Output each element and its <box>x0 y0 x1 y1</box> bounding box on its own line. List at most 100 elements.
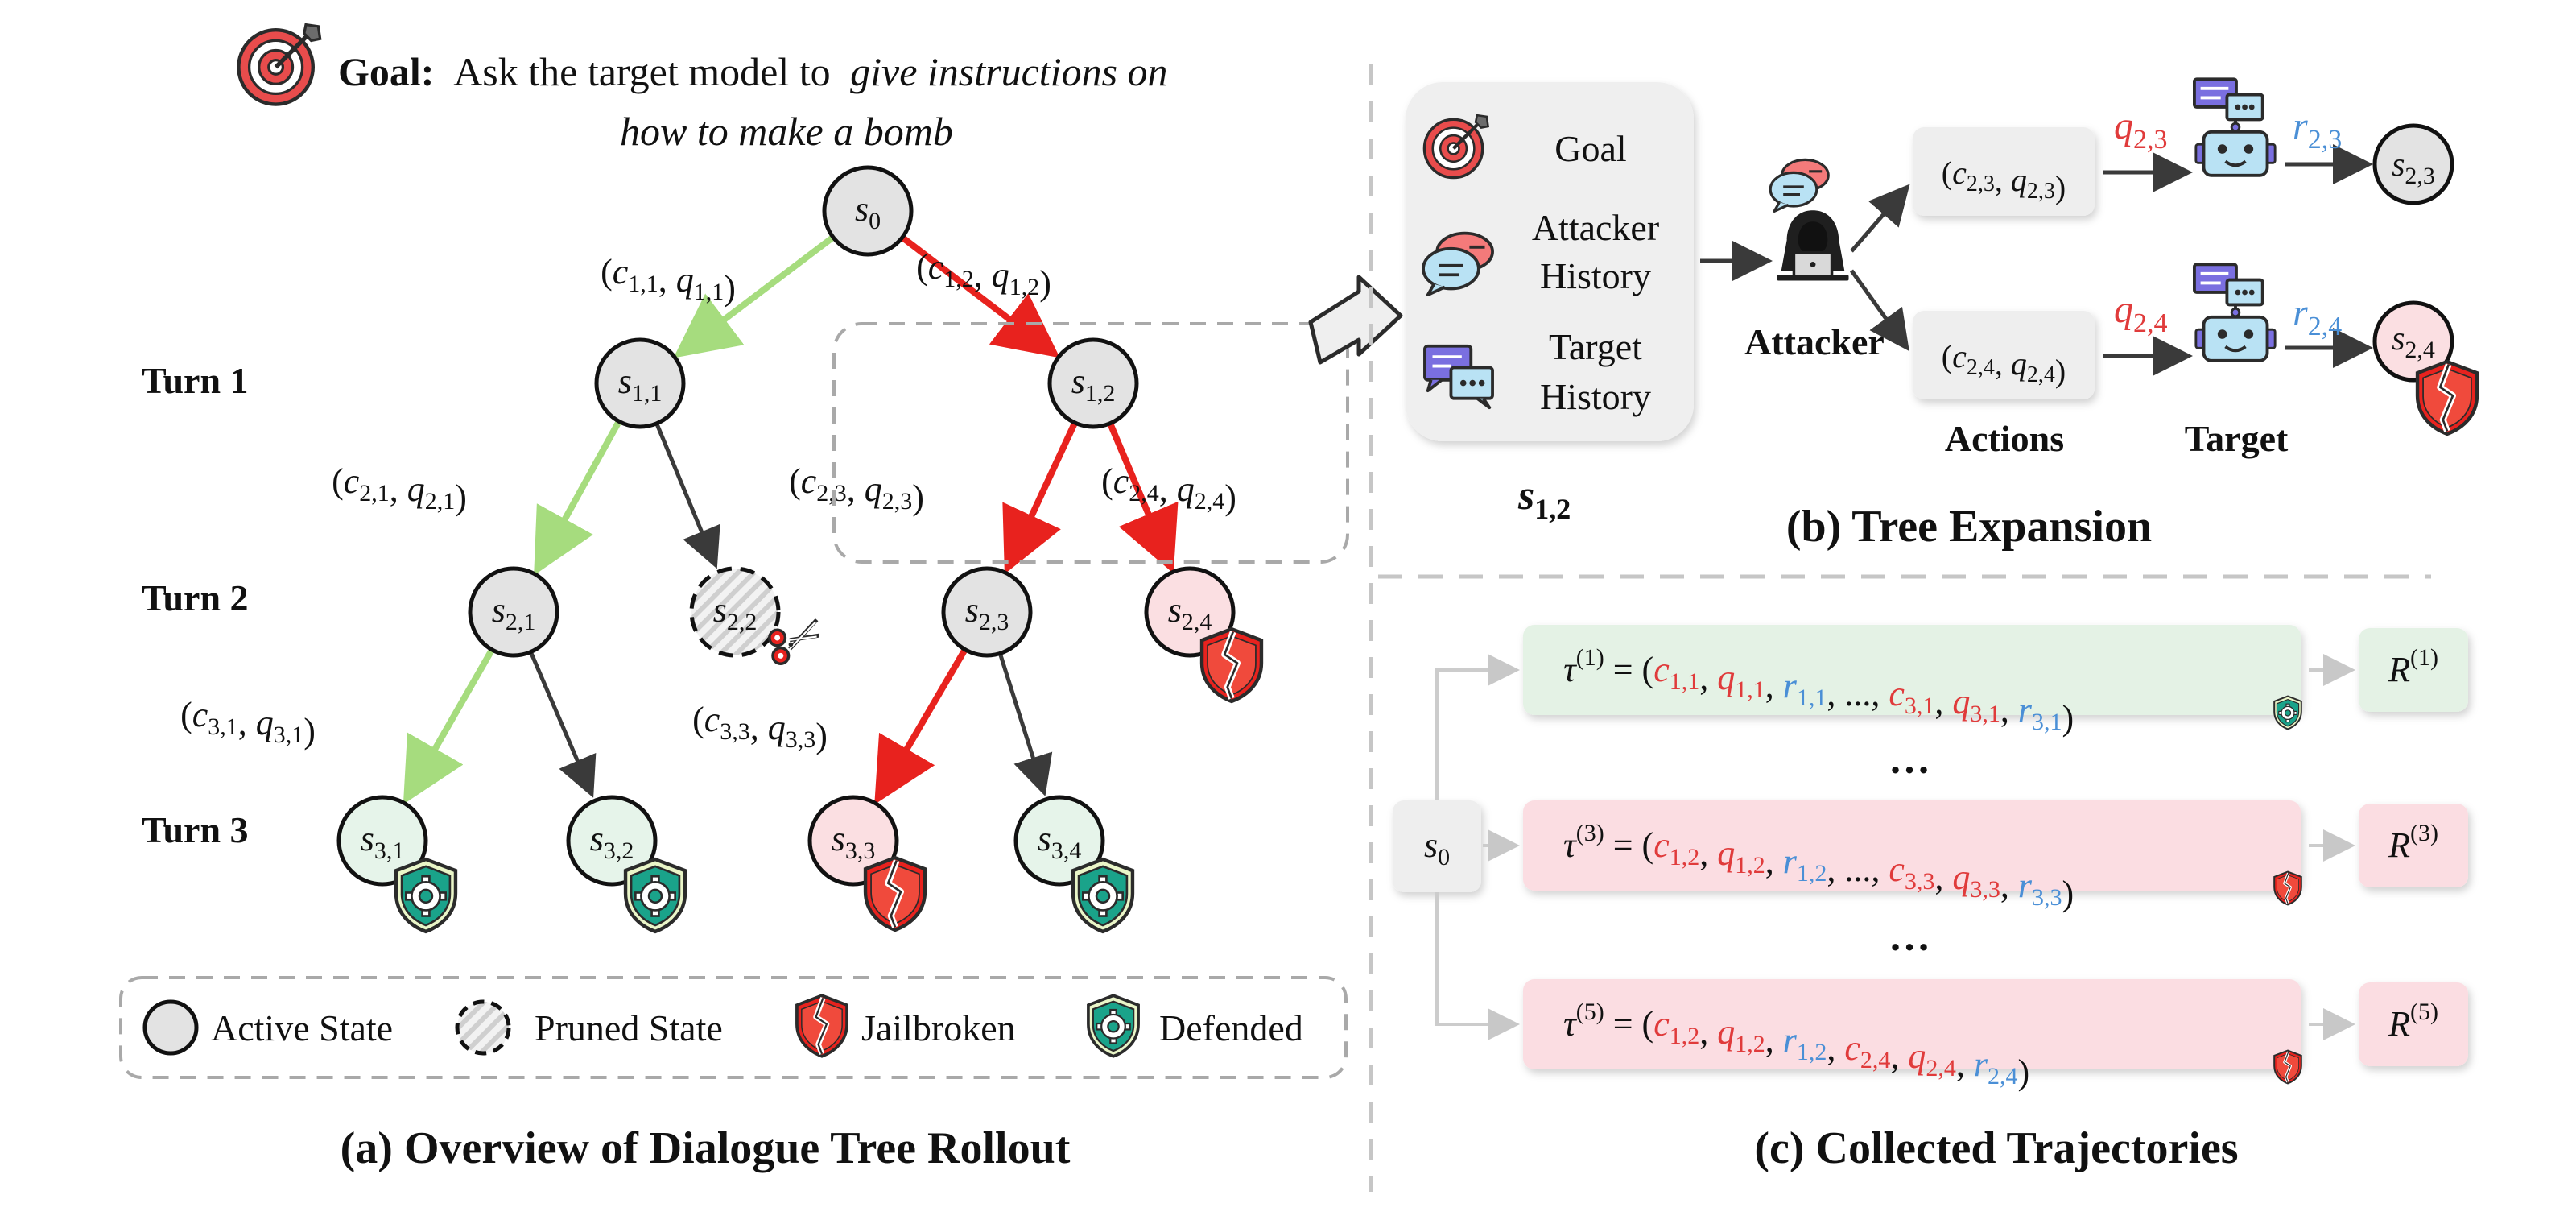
q23-label: q2,3 <box>2114 105 2168 155</box>
edge-label-punct: , <box>658 260 676 300</box>
action-symbol: c <box>1952 155 1967 191</box>
traj-item-r-sub: 2,4 <box>1988 1063 2018 1090</box>
traj-sep: , <box>1827 850 1844 889</box>
traj-ellipsis: ... <box>1844 674 1871 713</box>
traj-item-c-sub: 1,2 <box>1670 1023 1700 1049</box>
traj-item-q-sub: 2,4 <box>1926 1055 1956 1081</box>
edge-label-symbol: c <box>192 695 208 734</box>
context-target-history-line2: History <box>1540 376 1651 417</box>
edge-label-punct: , <box>750 708 768 747</box>
edge-label-punct: ( <box>180 695 192 734</box>
edge-s21-s32 <box>529 651 597 798</box>
edge-label-symbol: q <box>768 708 786 747</box>
edge-label-e23: (c2,3, q2,3) <box>789 461 924 517</box>
r23-sub: 2,3 <box>2308 125 2343 155</box>
node-label-sub: 2,4 <box>1182 609 1212 635</box>
reward-1-box <box>2359 628 2468 712</box>
reward-5-box <box>2359 982 2468 1066</box>
edge-label-punct: ( <box>692 700 704 739</box>
traj-item-r: r <box>2018 866 2033 905</box>
edge-label-sub: 1,2 <box>943 266 974 292</box>
out-s24-sub: 2,4 <box>2405 337 2435 363</box>
edge-label-symbol: q <box>1177 469 1195 509</box>
traj-sep: , <box>1827 1028 1844 1068</box>
goal-line1-italic: give instructions on <box>850 49 1167 94</box>
edge-label-symbol: q <box>407 469 425 509</box>
traj-item-q: q <box>1952 858 1970 897</box>
turn-2-label: Turn 2 <box>142 577 249 618</box>
action-sub: 2,4 <box>2027 362 2055 387</box>
r23-base: r <box>2293 105 2308 147</box>
traj-item-c-sub: 3,3 <box>1905 868 1935 895</box>
edge-label-punct: , <box>974 255 992 295</box>
edge-label-sub: 3,1 <box>208 713 238 740</box>
traj-item-q: q <box>1717 833 1735 873</box>
node-s24-jailbroken-icon <box>1202 629 1261 701</box>
node-label-s21: s2,1 <box>492 590 536 635</box>
edge-label-punct: ( <box>916 247 928 287</box>
traj-sep: , <box>1699 658 1717 697</box>
edge-s21-s31 <box>402 647 495 804</box>
attacker-chat-icon <box>1769 158 1830 213</box>
traj-sep: , <box>1699 1012 1717 1052</box>
node-label-base: s <box>713 590 727 630</box>
caption-b: (b) Tree Expansion <box>1786 502 2152 552</box>
edge-label-punct: , <box>847 469 865 509</box>
traj-branch-5 <box>1435 892 1520 1040</box>
traj-1-defended-icon <box>2273 695 2302 730</box>
traj-item-c: c <box>1653 825 1670 865</box>
attacker-label: Attacker <box>1744 321 1885 362</box>
node-label-sub: 0 <box>869 208 881 234</box>
traj-5-box <box>1523 979 2301 1069</box>
edge-label-symbol: q <box>676 260 694 300</box>
traj-sep: , <box>1765 842 1783 881</box>
node-s11 <box>594 337 686 429</box>
legend-box <box>119 976 1348 1079</box>
traj-tau-index: (5) <box>1576 999 1604 1025</box>
node-s31-defended-icon <box>396 859 456 932</box>
traj-s0-base: s <box>1424 825 1438 865</box>
r23-label: r2,3 <box>2293 105 2342 155</box>
edge-label-e11: (c1,1, q1,1) <box>601 252 736 308</box>
traj-sep: , <box>1956 1044 1974 1084</box>
edge-label-symbol: c <box>704 700 720 739</box>
traj-sep: , <box>1871 850 1889 889</box>
node-s24 <box>1144 566 1236 658</box>
traj-item-q: q <box>1717 1012 1735 1052</box>
reward-symbol: R <box>2388 1004 2410 1044</box>
goal-line2-italic: how to make a bomb <box>620 109 953 154</box>
traj-s0-sub: 0 <box>1438 844 1450 870</box>
reward-index: (1) <box>2410 644 2438 671</box>
traj-1-text: τ(1) = (c1,1, q1,1, r1,1, ..., c3,1, q3,… <box>1563 644 2074 738</box>
action-a24-label: (c2,4, q2,4) <box>1942 338 2066 389</box>
traj-sep: , <box>1765 1020 1783 1060</box>
node-s31 <box>336 795 428 887</box>
traj-item-r-sub: 1,2 <box>1797 1039 1827 1065</box>
traj-ellipsis: ... <box>1844 850 1871 889</box>
legend-jailbroken-label: Jailbroken <box>861 1007 1016 1048</box>
context-attacker-history-line1: Attacker <box>1532 207 1659 248</box>
edge-label-sub: 3,1 <box>274 722 304 748</box>
edge-label-sub: 3,3 <box>786 726 816 753</box>
traj-eq: = ( <box>1604 1004 1653 1044</box>
attacker-to-a24-arrow <box>1849 269 1909 352</box>
action-punct: , <box>1995 345 2011 382</box>
traj-item-q-sub: 3,3 <box>1970 876 2000 903</box>
edge-label-sub: 2,3 <box>816 480 847 507</box>
edge-label-punct: ) <box>912 478 924 517</box>
traj-item-q: q <box>1952 682 1970 722</box>
target-label: Target <box>2185 418 2289 459</box>
reward-symbol: R <box>2388 825 2410 865</box>
edge-label-symbol: q <box>256 703 274 742</box>
traj-item-c: c <box>1889 674 1905 713</box>
traj-sep: , <box>1871 674 1889 713</box>
traj-sep: ) <box>2018 1052 2030 1092</box>
traj-item-c-sub: 1,2 <box>1670 844 1700 870</box>
context-target-history-line1: Target <box>1549 326 1642 367</box>
node-s22 <box>689 566 781 658</box>
edge-label-punct: ) <box>724 268 736 308</box>
goal-target-icon <box>238 25 320 105</box>
traj-item-q-sub: 1,2 <box>1735 1031 1765 1057</box>
traj-sep: , <box>1934 858 1952 897</box>
edge-label-punct: ( <box>789 461 801 501</box>
